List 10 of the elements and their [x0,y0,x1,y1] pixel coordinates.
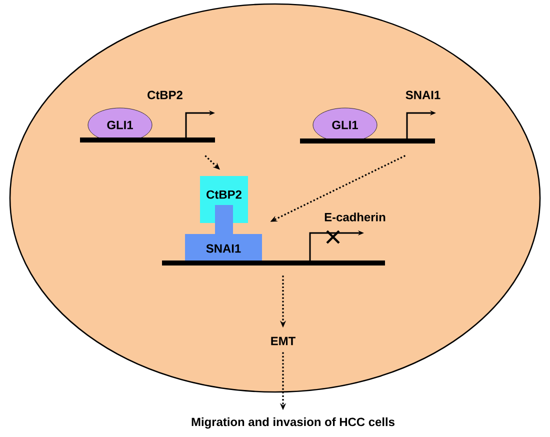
protein-oval: GLI1 [312,108,378,142]
dna-strand [80,137,215,142]
cell-ellipse [9,3,541,393]
gene-label: CtBP2 [148,90,182,100]
gene-label: SNAI1 [406,90,440,100]
node-text: EMT [271,336,296,346]
dna-strand [162,260,385,266]
dna-strand [300,138,435,144]
node-text: Migration and invasion of HCC cells [192,417,394,429]
gene-label: E-cadherin [324,212,386,222]
